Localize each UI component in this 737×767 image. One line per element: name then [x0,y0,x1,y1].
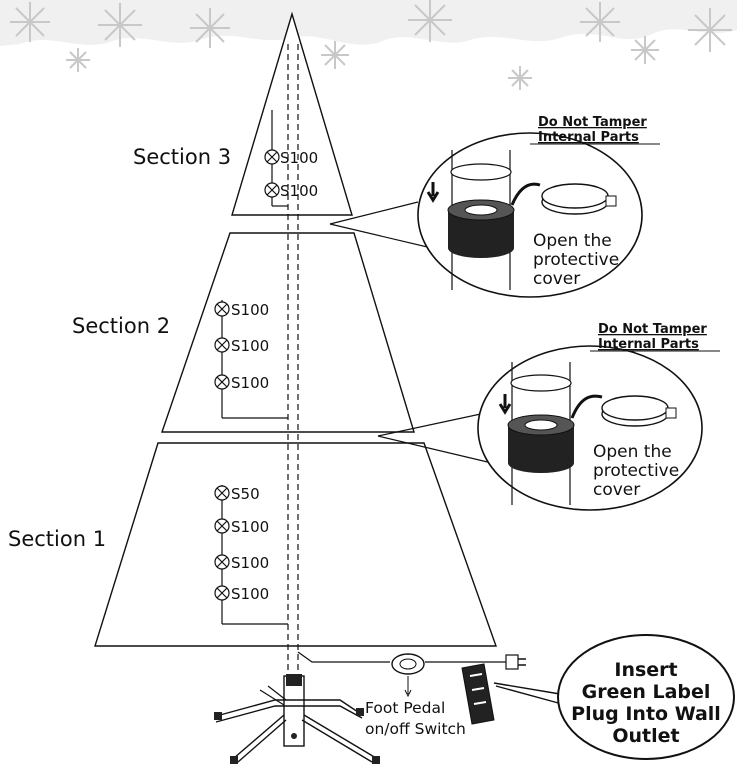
plug-instruction-line-2: Green Label [582,681,711,703]
socket-cap-icon [507,414,575,473]
plug-icon [505,654,526,670]
bulb-icon [214,374,230,390]
bulb-icon [214,485,230,501]
warning-line-1: Do Not Tamper [598,322,707,337]
callout-text-line-3: cover [593,480,640,500]
snowflake-icon [190,8,230,48]
section-1-bulbs: S50 S100 S100 S100 [214,485,288,625]
snowflake-banner [0,0,737,90]
section-1-label: Section 1 [8,527,106,551]
callout-text-line-2: protective [593,461,679,481]
curved-arrow-icon [510,182,541,206]
snowflake-icon [631,36,659,64]
callout-text-line-3: cover [533,269,580,289]
callout-upper: Do Not Tamper Internal Parts Open the pr… [329,115,660,298]
bulb-label: S100 [231,301,269,319]
bulb-label: S50 [231,485,260,503]
bulb-icon [264,149,280,165]
bulb-icon [214,518,230,534]
plug-instruction-line-4: Outlet [612,725,679,747]
warning-line-2: Internal Parts [538,130,639,145]
protective-cover-icon [601,395,677,427]
socket-cap-icon [447,199,515,258]
snowflake-icon [321,41,349,69]
green-label-plug-icon [461,663,495,725]
snowflake-icon [508,66,532,90]
snowflake-icon [688,8,732,52]
callout-text-line-1: Open the [593,442,672,462]
section-3-shape [231,11,353,216]
bulb-icon [264,182,280,198]
bulb-label: S100 [231,518,269,536]
protective-cover-icon [541,183,617,215]
callout-lower: Do Not Tamper Internal Parts Open the pr… [377,322,720,511]
section-2-label: Section 2 [72,314,170,338]
foot-pedal-label-line-1: Foot Pedal [365,699,445,717]
curved-arrow-icon [570,394,603,419]
bulb-label: S100 [231,554,269,572]
power-cord [297,651,526,725]
bulb-label: S100 [280,182,318,200]
bulb-label: S100 [231,585,269,603]
plug-instruction-bubble: Insert Green Label Plug Into Wall Outlet [493,634,735,760]
warning-line-1: Do Not Tamper [538,115,647,130]
warning-line-2: Internal Parts [598,337,699,352]
snowflake-icon [408,0,452,42]
bulb-label: S100 [231,337,269,355]
snowflake-icon [66,48,90,72]
snowflake-icon [580,2,620,42]
section-2-shape [161,232,415,433]
arrow-down-icon [498,394,512,415]
bulb-icon [214,337,230,353]
section-3-label: Section 3 [133,145,231,169]
section-1-shape [94,442,497,647]
plug-instruction-line-1: Insert [614,659,677,681]
snowflake-icon [98,3,142,47]
bulb-label: S100 [231,374,269,392]
plug-instruction-line-3: Plug Into Wall [571,703,721,725]
tree-stand-icon [214,674,380,764]
bulb-label: S100 [280,149,318,167]
foot-pedal-label-line-2: on/off Switch [365,720,466,738]
bulb-icon [214,585,230,601]
callout-text-line-2: protective [533,250,619,270]
section-3-bulbs: S100 S100 [264,110,318,207]
bulb-icon [214,554,230,570]
bulb-icon [214,301,230,317]
snowflake-icon [10,2,50,42]
section-2-bulbs: S100 S100 S100 [214,300,288,419]
callout-text-line-1: Open the [533,231,612,251]
arrow-down-icon [426,182,440,203]
